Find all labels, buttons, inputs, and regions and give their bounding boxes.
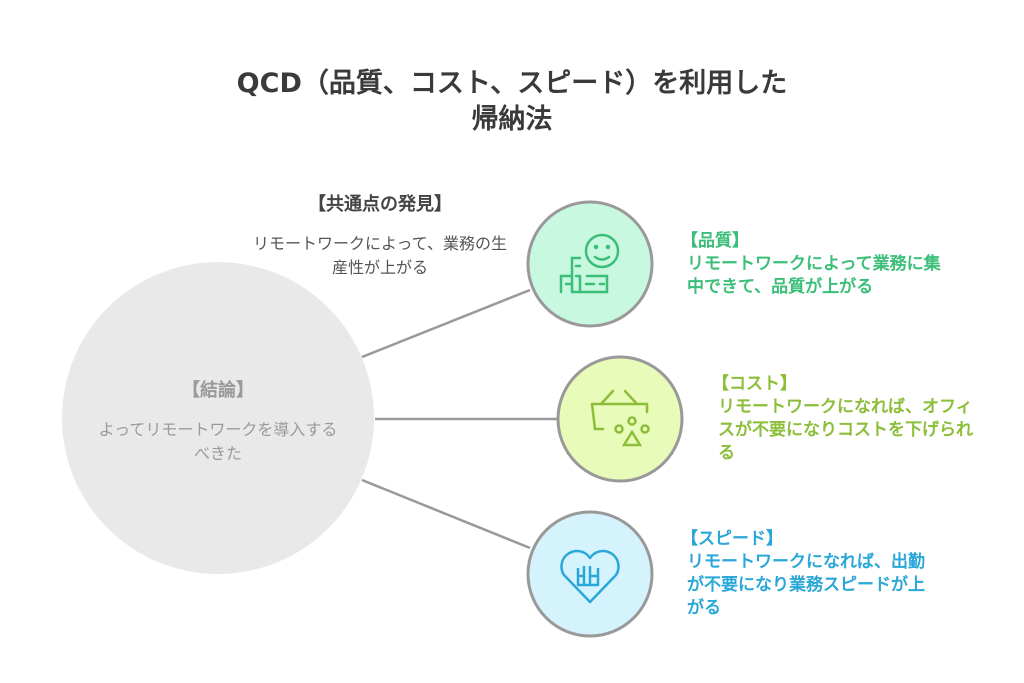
quality-circle bbox=[526, 200, 654, 328]
conclusion-text: よってリモートワークを導入するべきた bbox=[98, 420, 338, 463]
common-heading: 【共通点の発見】 bbox=[308, 194, 452, 215]
cost-label: 【コスト】 リモートワークになれば、オフィスが不要になりコストを下げられる bbox=[712, 373, 978, 465]
title-line-2: 帰納法 bbox=[471, 104, 553, 135]
heart-icon bbox=[560, 549, 620, 604]
connector-quality bbox=[361, 288, 531, 359]
title-line-1: QCD（品質、コスト、スピード）を利用した bbox=[236, 68, 788, 99]
common-text: リモートワークによって、業務の生産性が上がる bbox=[253, 234, 507, 277]
smiley-building-icon bbox=[559, 233, 620, 294]
speed-heading: 【スピード】 bbox=[681, 529, 783, 549]
cost-circle bbox=[556, 355, 684, 483]
diagram-title: QCD（品質、コスト、スピード）を利用した 帰納法 bbox=[0, 66, 1024, 138]
cost-heading: 【コスト】 bbox=[712, 374, 797, 394]
basket-icon bbox=[590, 389, 650, 447]
quality-heading: 【品質】 bbox=[681, 231, 749, 251]
cost-text: リモートワークになれば、オフィスが不要になりコストを下げられる bbox=[718, 397, 973, 463]
speed-text: リモートワークになれば、出勤が不要になり業務スピードが上がる bbox=[687, 552, 925, 618]
quality-text: リモートワークによって業務に集中できて、品質が上がる bbox=[687, 254, 941, 297]
speed-label: 【スピード】 リモートワークになれば、出勤が不要になり業務スピードが上がる bbox=[681, 528, 937, 620]
quality-label: 【品質】 リモートワークによって業務に集中できて、品質が上がる bbox=[681, 230, 957, 299]
conclusion-circle bbox=[62, 262, 374, 574]
connector-speed bbox=[361, 478, 531, 550]
conclusion-heading: 【結論】 bbox=[182, 380, 254, 401]
